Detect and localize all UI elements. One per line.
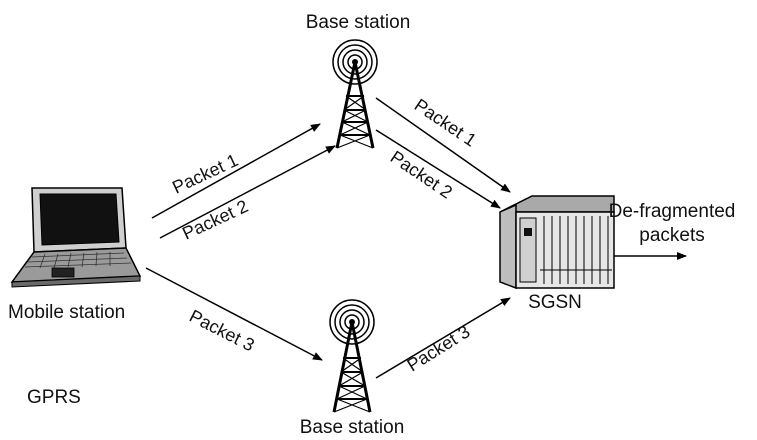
packet-label: Packet 1 — [411, 95, 480, 151]
base-station-top-label: Base station — [306, 12, 411, 33]
sgsn-label: SGSN — [528, 292, 582, 313]
mobile-station: Mobile station — [8, 187, 142, 323]
defragmented-output: De-fragmented packets — [609, 201, 736, 260]
defrag-label-line1: De-fragmented — [609, 201, 736, 222]
base-station-icon — [332, 39, 378, 149]
base-station-bottom: Base station — [300, 299, 405, 438]
laptop-icon — [10, 187, 142, 288]
link-ms-to-top: Packet 1 Packet 2 — [151, 123, 336, 244]
gprs-label: GPRS — [27, 387, 81, 408]
base-station-top: Base station — [306, 12, 411, 149]
sgsn-node: SGSN — [499, 195, 615, 313]
mobile-station-label: Mobile station — [8, 302, 125, 323]
link-ms-to-bottom: Packet 3 — [145, 267, 323, 361]
server-icon — [499, 195, 615, 290]
packet-label: Packet 3 — [404, 321, 474, 375]
packet-label: Packet 2 — [179, 196, 251, 244]
defrag-label-line2: packets — [639, 225, 704, 246]
base-station-bottom-label: Base station — [300, 417, 405, 438]
link-top-to-sgsn: Packet 1 Packet 2 — [375, 95, 511, 209]
link-bottom-to-sgsn: Packet 3 — [375, 297, 511, 379]
base-station-icon — [329, 299, 375, 413]
packet-label: Packet 3 — [186, 306, 257, 356]
